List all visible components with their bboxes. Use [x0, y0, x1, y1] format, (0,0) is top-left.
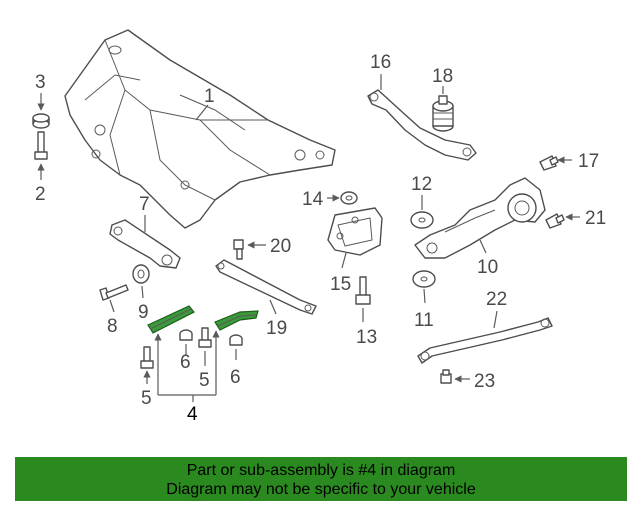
callout-11: 11: [414, 310, 434, 331]
callout-4: 4: [187, 404, 198, 425]
mount-bolt-part[interactable]: [34, 131, 48, 160]
stabilizer-link-22-part[interactable]: [417, 317, 553, 364]
callout-1: 1: [204, 86, 215, 107]
bolt-17-part[interactable]: [539, 155, 559, 171]
callout-5-left: 5: [141, 388, 152, 409]
callout-6-right: 6: [230, 367, 241, 388]
callout-3: 3: [35, 72, 46, 93]
callout-10: 10: [477, 257, 498, 278]
washer-14-part[interactable]: [340, 191, 358, 205]
banner-line-2: Diagram may not be specific to your vehi…: [166, 481, 476, 498]
upper-arm-16-part[interactable]: [367, 89, 477, 161]
lateral-arm-19-part[interactable]: [215, 259, 317, 315]
callout-12: 12: [411, 174, 432, 195]
subframe-part[interactable]: [64, 29, 336, 229]
callout-8: 8: [107, 316, 118, 337]
bolt-23-part[interactable]: [440, 369, 452, 384]
washer-11-part[interactable]: [412, 270, 436, 288]
callout-13: 13: [356, 327, 377, 348]
nut-6-left-part[interactable]: [179, 329, 193, 341]
bolt-5-left-part[interactable]: [140, 346, 154, 369]
callout-9: 9: [138, 302, 149, 323]
callout-7: 7: [139, 194, 150, 215]
bump-stop-18-part[interactable]: [432, 95, 454, 132]
callout-21: 21: [585, 208, 606, 229]
lower-link-part[interactable]: [109, 219, 181, 269]
bracket-right-part[interactable]: [214, 310, 259, 331]
callout-20: 20: [270, 236, 291, 257]
bolt-21-part[interactable]: [545, 213, 565, 229]
callout-23: 23: [474, 371, 495, 392]
callout-2: 2: [35, 184, 46, 205]
callout-22: 22: [486, 289, 507, 310]
nut-6-right-part[interactable]: [229, 334, 243, 346]
info-banner: Part or sub-assembly is #4 in diagram Di…: [15, 457, 627, 501]
callout-16: 16: [370, 52, 391, 73]
bracket-15-part[interactable]: [327, 207, 383, 256]
callout-17: 17: [578, 151, 599, 172]
callout-15: 15: [330, 274, 351, 295]
bolt-13-part[interactable]: [355, 276, 371, 305]
banner-line-1: Part or sub-assembly is #4 in diagram: [186, 462, 456, 479]
bolt-8-part[interactable]: [99, 284, 129, 301]
bolt-20-part[interactable]: [233, 239, 244, 260]
callout-18: 18: [432, 66, 453, 87]
knuckle-10-part[interactable]: [414, 177, 546, 259]
washer-12-part[interactable]: [410, 211, 434, 229]
callout-14: 14: [302, 189, 324, 210]
callout-5-center: 5: [199, 370, 210, 391]
callout-19: 19: [266, 318, 287, 339]
callout-6-left: 6: [180, 352, 191, 373]
bushing-washer-part[interactable]: [32, 113, 50, 129]
bolt-5-center-part[interactable]: [198, 327, 212, 348]
washer-9-part[interactable]: [132, 264, 150, 284]
bracket-left-part[interactable]: [147, 305, 195, 334]
